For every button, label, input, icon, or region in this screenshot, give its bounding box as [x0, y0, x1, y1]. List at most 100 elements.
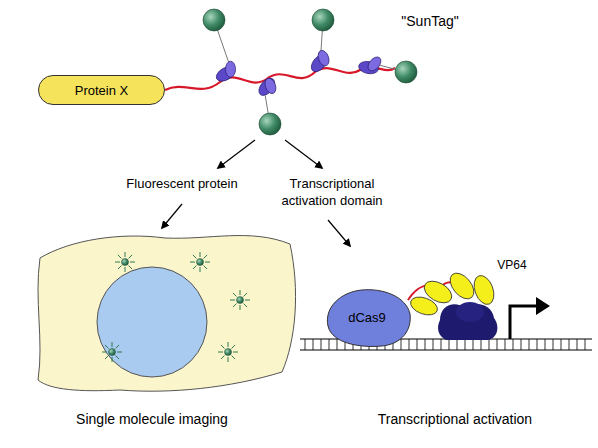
- fluorescent-spot: [197, 259, 204, 266]
- base-pair: [305, 339, 306, 350]
- base-pair: [489, 339, 490, 350]
- branch-label: Transcriptional activation domain: [267, 176, 397, 210]
- glow-ray: [244, 304, 248, 308]
- base-pair: [545, 339, 546, 350]
- glow-ray: [221, 345, 225, 349]
- base-pair: [433, 339, 434, 350]
- base-pair: [321, 339, 322, 350]
- glow-ray: [129, 266, 133, 270]
- panel-caption: Transcriptional activation: [355, 410, 555, 428]
- base-pair: [569, 339, 570, 350]
- base-pair: [521, 339, 522, 350]
- base-pair: [425, 339, 426, 350]
- fluorescent-spot: [237, 297, 244, 304]
- glow-ray: [130, 262, 135, 263]
- glow-ray: [240, 290, 241, 295]
- glow-ray: [230, 300, 235, 301]
- peptide-chain: [165, 67, 395, 90]
- vp64-domain: [445, 269, 478, 304]
- fluorescent-spot: [122, 259, 129, 266]
- node-text: Protein X: [75, 83, 128, 98]
- fluorescent-spot: [225, 349, 232, 356]
- scfv-domain: [365, 55, 383, 74]
- base-pair: [449, 339, 450, 350]
- base-pair: [441, 339, 442, 350]
- tss-arrowhead: [536, 297, 550, 315]
- base-pair: [313, 339, 314, 350]
- cell-outline: [38, 236, 296, 392]
- glow-ray: [102, 352, 107, 353]
- nucleus: [97, 267, 207, 377]
- base-pair: [481, 339, 482, 350]
- glow-ray: [244, 293, 248, 297]
- glow-ray: [116, 356, 120, 360]
- base-pair: [537, 339, 538, 350]
- base-pair: [497, 339, 498, 350]
- glow-ray: [232, 345, 236, 349]
- glow-ray: [190, 262, 195, 263]
- glow-ray: [233, 304, 237, 308]
- fused-protein-sphere: [203, 9, 225, 31]
- base-pair: [473, 339, 474, 350]
- glow-ray: [228, 357, 229, 362]
- glow-ray: [193, 266, 197, 270]
- glow-ray: [204, 266, 208, 270]
- glow-ray: [221, 356, 225, 360]
- glow-ray: [125, 252, 126, 257]
- glow-ray: [116, 345, 120, 349]
- base-pair: [577, 339, 578, 350]
- panel-caption: Single molecule imaging: [52, 410, 252, 428]
- glow-ray: [118, 266, 122, 270]
- base-pair: [465, 339, 466, 350]
- branch-arrow: [162, 204, 182, 228]
- base-pair: [585, 339, 586, 350]
- glow-ray: [117, 352, 122, 353]
- branch-label: Fluorescent protein: [107, 176, 257, 193]
- glow-ray: [240, 305, 241, 310]
- transcription-machinery: [456, 302, 484, 322]
- fused-protein-sphere: [312, 9, 334, 31]
- fluorescent-spot: [109, 349, 116, 356]
- glow-ray: [228, 342, 229, 347]
- glow-ray: [233, 352, 238, 353]
- glow-ray: [200, 267, 201, 272]
- branch-arrow: [285, 140, 322, 168]
- base-pair: [553, 339, 554, 350]
- glow-ray: [115, 262, 120, 263]
- base-pair: [337, 339, 338, 350]
- base-pair: [401, 339, 402, 350]
- glow-ray: [125, 267, 126, 272]
- base-pair: [329, 339, 330, 350]
- fused-protein-sphere: [259, 113, 281, 135]
- glow-ray: [105, 356, 109, 360]
- glow-ray: [105, 345, 109, 349]
- base-pair: [561, 339, 562, 350]
- glow-ray: [118, 255, 122, 259]
- glow-ray: [193, 255, 197, 259]
- base-pair: [417, 339, 418, 350]
- branch-arrow: [218, 140, 255, 168]
- vp64-domain: [408, 294, 440, 319]
- glow-ray: [245, 300, 250, 301]
- base-pair: [457, 339, 458, 350]
- glow-ray: [218, 352, 223, 353]
- node-text: dCas9: [348, 310, 386, 325]
- glow-ray: [232, 356, 236, 360]
- vp64-domain: [470, 273, 497, 307]
- scfv-domain: [263, 77, 278, 95]
- fused-protein-sphere: [395, 61, 417, 83]
- scfv-domain: [256, 75, 278, 98]
- tag-name: "SunTag": [385, 12, 475, 30]
- scfv-domain: [316, 49, 331, 67]
- protein-box: Protein X: [38, 75, 165, 105]
- glow-ray: [129, 255, 133, 259]
- glow-ray: [112, 357, 113, 362]
- branch-arrow: [328, 220, 350, 246]
- base-pair: [505, 339, 506, 350]
- base-pair: [409, 339, 410, 350]
- domain-label: VP64: [487, 258, 537, 274]
- base-pair: [513, 339, 514, 350]
- fluorescent-spots: [102, 252, 250, 362]
